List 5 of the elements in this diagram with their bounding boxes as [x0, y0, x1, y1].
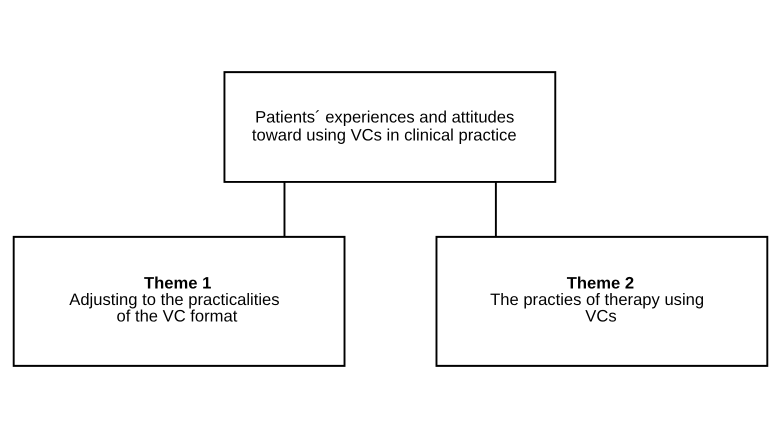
connector: [284, 182, 286, 236]
node-box: Theme 1 Adjusting to the practicalities of the VC format: [12, 235, 346, 366]
node-box: Patients´ experiences and attitudes toward using VCs in clinical practice: [224, 70, 556, 182]
node-box: Theme 2 The practies of therapy using VCs: [436, 235, 768, 366]
connector: [494, 182, 497, 236]
